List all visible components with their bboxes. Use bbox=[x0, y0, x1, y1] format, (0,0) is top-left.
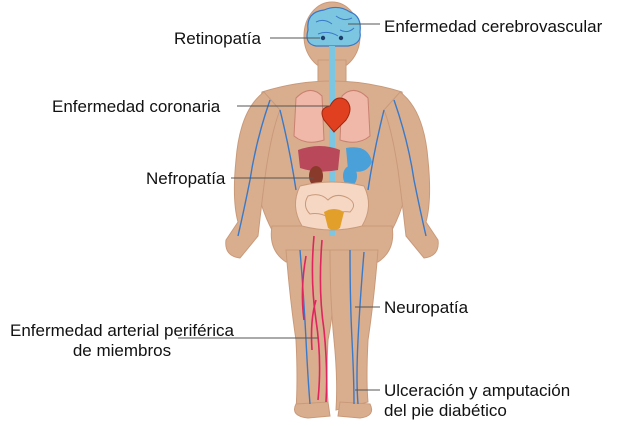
label-ulceracion: Ulceración y amputación del pie diabétic… bbox=[384, 381, 570, 421]
eye-right bbox=[339, 36, 343, 40]
label-nefropatia: Nefropatía bbox=[146, 169, 225, 189]
eye-left bbox=[321, 36, 325, 40]
label-retinopatia: Retinopatía bbox=[174, 29, 261, 49]
label-cerebrovascular: Enfermedad cerebrovascular bbox=[384, 17, 602, 37]
label-arterial-periferica: Enfermedad arterial periférica de miembr… bbox=[10, 321, 234, 361]
label-neuropatia: Neuropatía bbox=[384, 298, 468, 318]
label-ulceracion-line2: del pie diabético bbox=[384, 401, 570, 421]
label-ulceracion-line1: Ulceración y amputación bbox=[384, 381, 570, 401]
label-arterial-line1: Enfermedad arterial periférica bbox=[10, 321, 234, 341]
label-coronaria: Enfermedad coronaria bbox=[52, 97, 220, 117]
label-arterial-line2: de miembros bbox=[10, 341, 234, 361]
brain bbox=[307, 7, 360, 46]
